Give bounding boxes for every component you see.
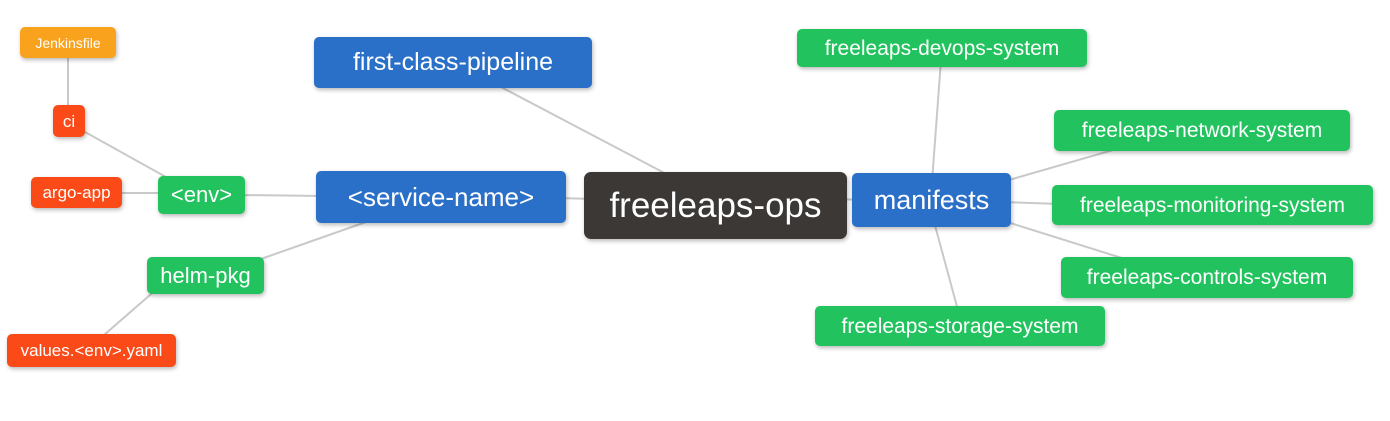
node-freeleaps-devops-system[interactable]: freeleaps-devops-system (797, 29, 1087, 67)
edge-manifests-network-system (1001, 147, 1121, 183)
edge-env-service-name (237, 194, 325, 197)
node-freeleaps-monitoring-system[interactable]: freeleaps-monitoring-system (1052, 185, 1373, 225)
node-ci[interactable]: ci (53, 105, 85, 137)
edge-manifests-devops-system (931, 59, 942, 183)
edge-first-class-pipeline-root (500, 86, 673, 178)
edge-manifests-storage-system (932, 217, 960, 315)
node-helm-pkg[interactable]: helm-pkg (147, 257, 264, 294)
node-jenkinsfile[interactable]: Jenkinsfile (20, 27, 116, 58)
node-first-class-pipeline[interactable]: first-class-pipeline (314, 37, 592, 88)
node-argo-app[interactable]: argo-app (31, 177, 122, 208)
edge-values-helm-pkg (95, 287, 159, 343)
node-values-env-yaml[interactable]: values.<env>.yaml (7, 334, 176, 367)
node-freeleaps-ops[interactable]: freeleaps-ops (584, 172, 847, 239)
node-manifests[interactable]: manifests (852, 173, 1011, 227)
node-service-name[interactable]: <service-name> (316, 171, 566, 223)
node-freeleaps-network-system[interactable]: freeleaps-network-system (1054, 110, 1350, 151)
edge-manifests-controls-system (1003, 220, 1126, 260)
node-freeleaps-controls-system[interactable]: freeleaps-controls-system (1061, 257, 1353, 298)
edge-ci-env (75, 126, 176, 183)
edge-helm-pkg-service-name (257, 221, 367, 261)
edge-manifests-monitoring-system (1001, 201, 1061, 205)
node-freeleaps-storage-system[interactable]: freeleaps-storage-system (815, 306, 1105, 346)
node-env[interactable]: <env> (158, 176, 245, 214)
